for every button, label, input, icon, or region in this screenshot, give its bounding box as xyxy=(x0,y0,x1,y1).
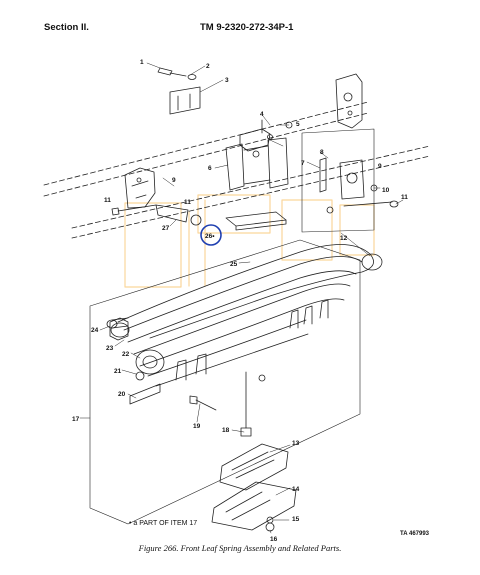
callout-11-left: 11 xyxy=(104,197,111,204)
callout-17: 17 xyxy=(72,416,80,423)
callout-23: 23 xyxy=(106,345,114,352)
callout-6: 6 xyxy=(208,165,212,172)
callout-18: 18 xyxy=(222,427,230,434)
callout-11-front: 11 xyxy=(184,199,191,206)
callout-25: 25 xyxy=(230,261,238,268)
center-plate xyxy=(225,211,287,231)
spring-bumper xyxy=(225,128,289,191)
callout-20: 20 xyxy=(118,391,126,398)
callout-19: 19 xyxy=(193,423,201,430)
leader-lines xyxy=(79,62,404,534)
callout-labels: 1 2 3 4 5 6 7 8 9 10 11 12 13 14 15 16 1… xyxy=(72,59,408,543)
frame-rails xyxy=(43,101,431,239)
bushing xyxy=(106,317,129,329)
spring-eye-front xyxy=(129,349,165,405)
callout-1: 1 xyxy=(140,59,144,66)
callout-13: 13 xyxy=(292,440,300,447)
tm-number: TM 9-2320-272-34P-1 xyxy=(200,22,294,33)
callout-10: 10 xyxy=(382,187,390,194)
callout-4: 4 xyxy=(260,111,264,118)
center-bolt xyxy=(240,371,266,437)
highlight-circle xyxy=(200,224,222,246)
callout-11: 11 xyxy=(401,194,408,201)
lower-spring-seat xyxy=(211,443,297,532)
front-spring-hanger xyxy=(124,167,156,209)
clip-bolt xyxy=(189,395,217,411)
callout-24: 24 xyxy=(91,327,99,334)
callout-8: 8 xyxy=(320,149,324,156)
callout-15: 15 xyxy=(292,516,300,523)
callout-9-top: 9 xyxy=(172,177,176,184)
front-bolt xyxy=(111,204,202,226)
callout-7: 7 xyxy=(301,160,305,167)
highlight-overlay xyxy=(124,194,375,288)
callout-21: 21 xyxy=(114,368,122,375)
ta-code: TA 467993 xyxy=(400,531,430,537)
part-note: • a PART OF ITEM 17 xyxy=(129,520,198,527)
spring-clips xyxy=(175,299,329,381)
callout-16: 16 xyxy=(270,536,278,543)
callout-14: 14 xyxy=(292,486,300,493)
callout-3: 3 xyxy=(225,77,229,84)
callout-27: 27 xyxy=(162,225,170,232)
leaf-spring-pack xyxy=(109,244,383,387)
callout-5: 5 xyxy=(296,121,300,128)
figure-caption: Figure 266. Front Leaf Spring Assembly a… xyxy=(138,543,342,553)
screw-top xyxy=(157,67,197,80)
rear-spring-hanger xyxy=(335,73,363,129)
spring-outline-box xyxy=(89,239,361,525)
callout-22: 22 xyxy=(122,351,130,358)
callout-9: 9 xyxy=(378,163,382,170)
bracket xyxy=(169,86,201,115)
section-heading: Section II. xyxy=(44,22,89,33)
callout-12: 12 xyxy=(340,235,348,242)
callout-26: 26• xyxy=(205,233,215,240)
callout-2: 2 xyxy=(206,63,210,70)
shackle-assembly xyxy=(301,128,399,233)
